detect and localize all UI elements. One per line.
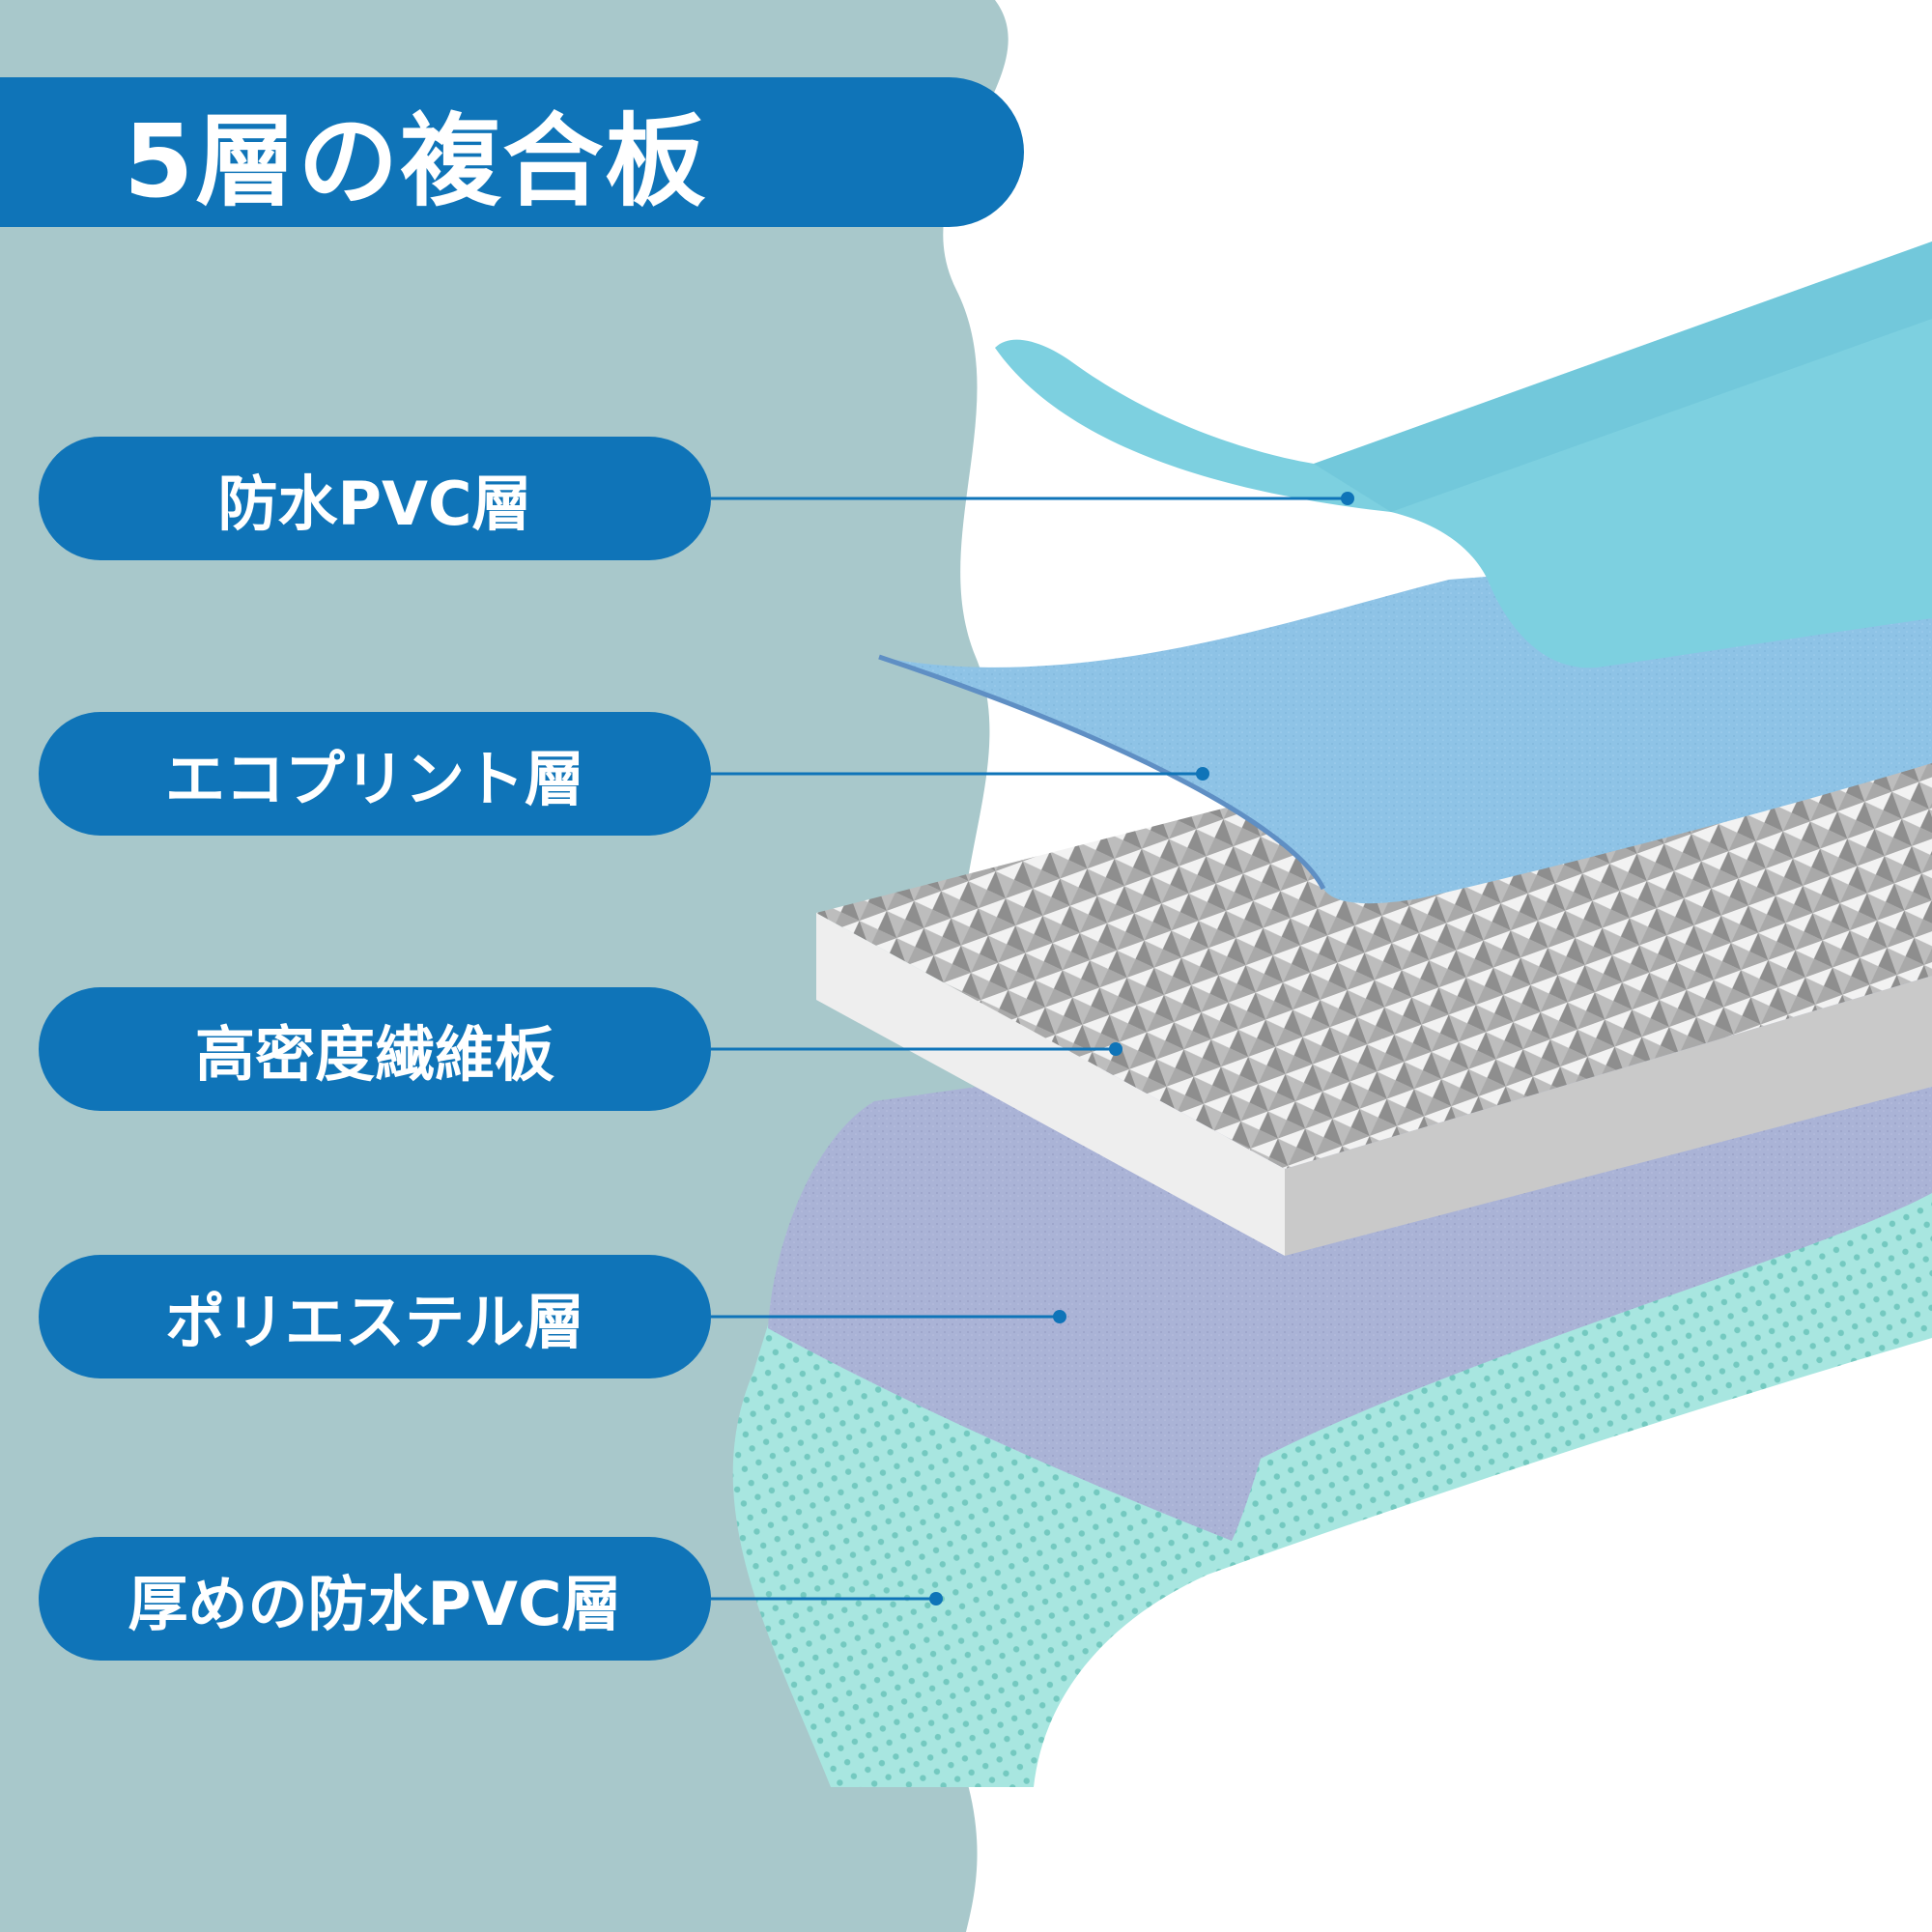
connector-dot-4 [1053, 1310, 1066, 1323]
title-banner: 5層の複合板 [0, 77, 1024, 227]
layer-label-polyester: ポリエステル層 [39, 1255, 711, 1378]
layer-label-waterproof-pvc: 防水PVC層 [39, 437, 711, 560]
layer-label-text: 厚めの防水PVC層 [128, 1569, 622, 1639]
connector-dot-5 [929, 1592, 943, 1605]
high-density-fiberboard-side [1285, 976, 1932, 1256]
eco-print-edge [878, 654, 1326, 891]
layer-label-text: 高密度繊維板 [194, 1019, 554, 1090]
high-density-fiberboard-front [816, 913, 1285, 1256]
layer-label-fiberboard: 高密度繊維板 [39, 987, 711, 1111]
layer-label-text: ポリエステル層 [164, 1287, 584, 1357]
page-title: 5層の複合板 [124, 102, 708, 220]
connector-dot-2 [1196, 767, 1209, 781]
layer-label-text: エコプリント層 [164, 744, 584, 814]
layer-label-eco-print: エコプリント層 [39, 712, 711, 836]
connector-dot-3 [1109, 1042, 1122, 1056]
layer-label-thick-waterproof-pvc: 厚めの防水PVC層 [39, 1537, 711, 1661]
high-density-fiberboard-top [816, 744, 1932, 1169]
waterproof-pvc-highlight [1314, 242, 1932, 512]
layer-label-text: 防水PVC層 [217, 469, 532, 539]
connector-dot-1 [1341, 492, 1354, 505]
